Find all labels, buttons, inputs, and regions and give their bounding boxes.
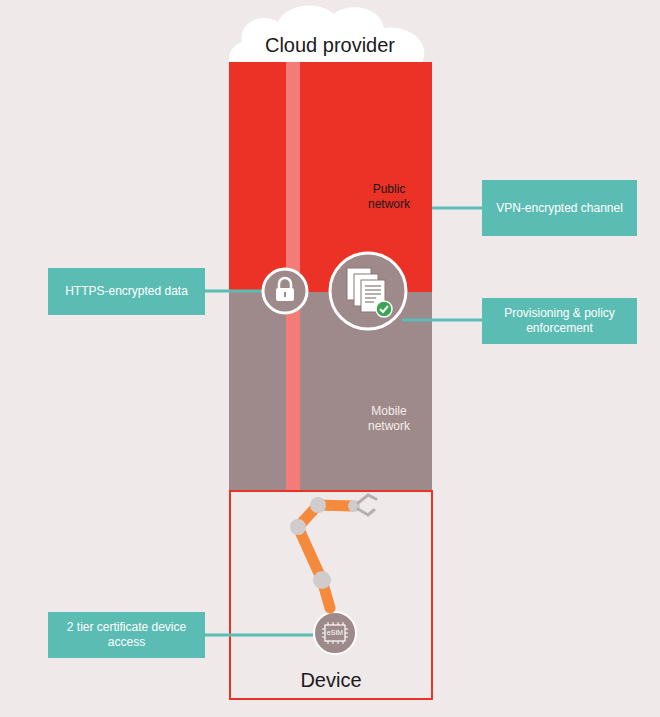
callout-box: HTTPS-encrypted data — [48, 268, 205, 315]
band-fill — [229, 62, 432, 292]
node-label: eSIM — [327, 629, 343, 637]
callout-box: VPN-encrypted channel — [482, 180, 637, 236]
network-band: Public network — [229, 62, 432, 292]
network-band: Mobile network — [229, 292, 432, 490]
callout-box: Provisioning & policy enforcement — [482, 298, 637, 344]
node-label: Device — [231, 669, 431, 692]
callout-text: HTTPS-encrypted data — [65, 284, 188, 299]
leader-line — [432, 207, 482, 210]
esim-chip: eSIM — [313, 611, 357, 655]
device-box: Device eSIM — [229, 490, 433, 700]
callout-text: Provisioning & policy enforcement — [492, 306, 627, 336]
node-label: Cloud provider — [265, 34, 395, 57]
callout-text: VPN-encrypted channel — [496, 201, 623, 216]
band-label: Public network — [357, 182, 421, 212]
callout-text: 2 tier certificate device access — [58, 620, 195, 650]
leader-line — [205, 634, 313, 637]
band-label: Mobile network — [357, 404, 421, 434]
band-fill — [229, 292, 432, 490]
callout-box: 2 tier certificate device access — [48, 612, 205, 658]
robot-arm — [290, 495, 376, 608]
